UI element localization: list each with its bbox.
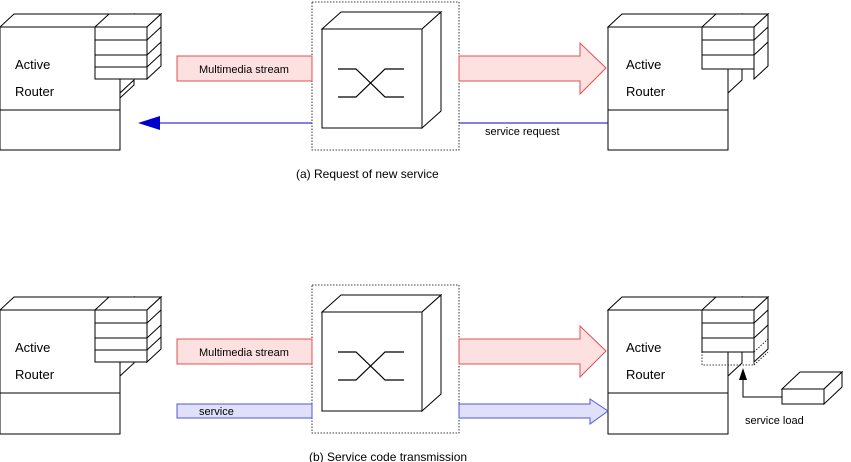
- service-load-label-b: service load: [745, 415, 804, 427]
- router-left-a: [0, 12, 163, 151]
- router-left-a-label-1: Active: [15, 57, 50, 72]
- caption-a: (a) Request of new service: [296, 167, 439, 181]
- stream-bar-left-a: [176, 55, 313, 82]
- router-right-b: [606, 295, 770, 435]
- stream-label-b: Multimedia stream: [199, 347, 289, 359]
- service-load-connector-b: [742, 380, 782, 398]
- service-arrow-right-b: [458, 398, 609, 425]
- router-left-b: [0, 295, 163, 435]
- crossover-icon-a: [338, 68, 404, 98]
- stream-bar-left-b: [176, 338, 313, 365]
- panel-a: Active Router Active Router: [0, 1, 770, 181]
- stream-arrow-right-b: [458, 324, 607, 379]
- router-left-b-label-2: Router: [15, 367, 55, 382]
- service-label-b: service: [199, 406, 234, 418]
- request-label-a: service request: [485, 126, 560, 138]
- router-right-b-label-1: Active: [626, 340, 661, 355]
- service-bar-left-b: [176, 403, 313, 419]
- service-load-box-b: [780, 370, 844, 406]
- router-right-a-label-1: Active: [626, 57, 661, 72]
- router-left-a-label-2: Router: [15, 84, 55, 99]
- switch-b: [320, 293, 443, 413]
- panel-b: Active Router Active Router: [0, 284, 844, 462]
- stream-label-a: Multimedia stream: [199, 64, 289, 76]
- switch-a: [320, 10, 443, 130]
- router-right-a-label-2: Router: [626, 84, 666, 99]
- caption-b: (b) Service code transmission: [309, 450, 467, 462]
- request-arrowhead-a: [138, 116, 160, 130]
- router-right-b-label-2: Router: [626, 367, 666, 382]
- crossover-icon-b: [338, 351, 404, 381]
- loading-slot-b: [701, 338, 769, 366]
- router-right-a: [606, 12, 770, 151]
- router-left-b-label-1: Active: [15, 340, 50, 355]
- service-load-arrowhead-b: [739, 368, 747, 380]
- stream-arrow-right-a: [458, 41, 607, 96]
